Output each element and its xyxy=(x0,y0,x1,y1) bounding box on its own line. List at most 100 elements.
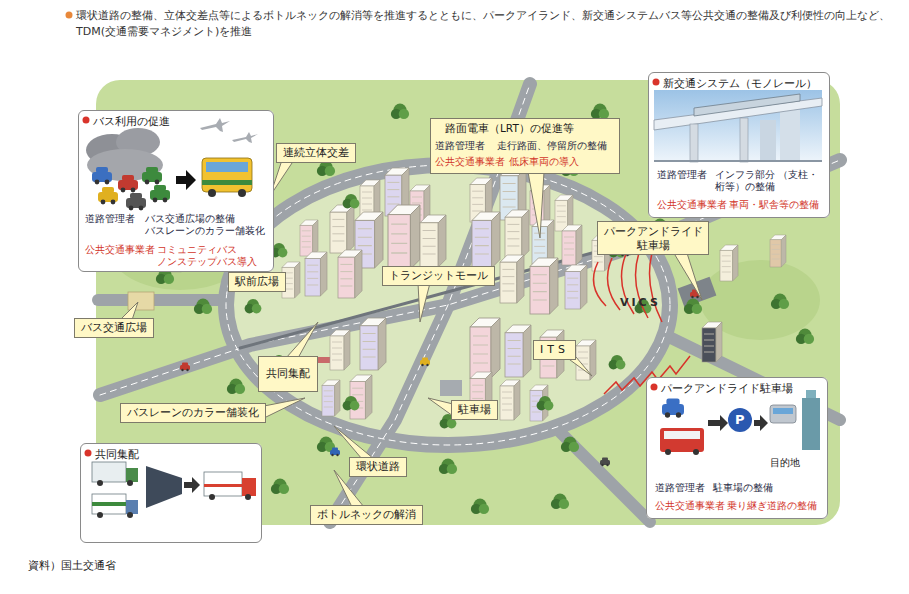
cars-part xyxy=(330,448,340,457)
park-and-ride-picture-part xyxy=(693,449,699,455)
bus-picture-part xyxy=(202,180,252,185)
delivery-picture-part xyxy=(209,494,215,500)
delivery-picture-part xyxy=(92,502,126,506)
park-and-ride-picture-part xyxy=(662,399,684,418)
info-callout: 路面電車（LRT）の促進等道路管理者走行路面、停留所の整備公共交通事業者低床車両… xyxy=(430,118,620,174)
monorail-picture-part xyxy=(760,120,776,162)
heading-bullets-part xyxy=(651,384,658,391)
node-text: 道路管理者 xyxy=(85,213,135,225)
panel-grounds-part xyxy=(646,377,828,519)
trees-part xyxy=(591,104,609,120)
node-heading: 連続立体交差 xyxy=(283,146,349,160)
monorail-picture-part xyxy=(780,110,800,162)
buildings-part xyxy=(720,245,738,281)
buildings-part xyxy=(565,265,587,309)
trees-part xyxy=(684,299,702,315)
delivery-picture-part xyxy=(126,500,138,514)
delivery-picture-part xyxy=(204,484,242,487)
delivery-picture-part xyxy=(204,472,242,496)
buildings-part xyxy=(420,215,446,267)
buildings-part xyxy=(305,252,327,296)
delivery-picture-part xyxy=(92,494,126,514)
cars xyxy=(180,248,770,467)
buildings-part xyxy=(472,212,500,268)
buildings-part xyxy=(360,318,386,370)
trees-part xyxy=(771,294,789,310)
buildings-part xyxy=(532,220,554,264)
monorail-picture-part xyxy=(694,94,800,116)
info-panel: パークアンドライド駐車場道路管理者駐車場の整備公共交通事業者乗り継ぎ道路の整備 xyxy=(646,377,828,519)
node-text: 駐車場の整備 xyxy=(713,482,773,494)
park-and-ride-picture-part xyxy=(773,408,793,414)
bus-picture-part xyxy=(206,162,248,172)
delivery-picture-part xyxy=(127,512,133,518)
buildings-part xyxy=(770,235,786,267)
delivery-picture xyxy=(92,462,256,518)
node-text: 公共交通事業者 xyxy=(85,244,155,256)
bus-picture-part xyxy=(202,158,252,192)
vics-waves-part xyxy=(594,262,607,306)
buildings-part xyxy=(338,250,362,298)
delivery-picture-part xyxy=(97,512,103,518)
delivery-picture-part xyxy=(245,494,251,500)
delivery-picture-part xyxy=(92,462,126,482)
roads-part xyxy=(560,432,650,522)
callout-box: バスレーンのカラー舗装化 xyxy=(120,403,266,423)
trees-part xyxy=(343,396,360,410)
delivery-picture-part xyxy=(146,466,182,508)
bus-picture-part xyxy=(98,187,118,204)
bus-picture-part xyxy=(150,185,170,202)
node-heading: トランジットモール xyxy=(389,269,488,283)
park-and-ride-picture-part xyxy=(806,390,816,398)
panel-grounds-part xyxy=(78,110,274,272)
bus-picture-part xyxy=(232,132,258,143)
trees-part xyxy=(391,104,409,120)
trees-part xyxy=(245,299,262,313)
buildings-part xyxy=(388,205,420,269)
bus-picture-part xyxy=(176,170,196,190)
delivery-picture-part xyxy=(97,480,103,486)
panel-grounds xyxy=(78,72,830,543)
bus-picture-part xyxy=(126,193,146,210)
bus-picture-part xyxy=(238,189,246,197)
node-text: 道路管理者 xyxy=(657,169,707,181)
callout-tails-part xyxy=(418,283,430,322)
heading-bullets-part xyxy=(85,450,92,457)
node-text: 車両・駅舎等の整備 xyxy=(729,199,819,211)
plazas-part xyxy=(440,380,462,396)
destination-label: 目的地 xyxy=(770,456,800,470)
node-heading: バス交通広場 xyxy=(81,321,147,335)
buildings-part xyxy=(505,325,531,377)
trees-part xyxy=(551,494,569,510)
source-caption: 資料）国土交通省 xyxy=(28,558,116,573)
bus-picture-part xyxy=(92,167,112,184)
delivery-picture-part xyxy=(242,478,256,496)
trees-part xyxy=(471,499,489,515)
trees-part xyxy=(439,459,457,475)
monorail-picture-part xyxy=(654,160,822,162)
node-text: インフラ部分 （支柱・桁等）の整備 xyxy=(715,169,825,193)
node-heading: 駅前広場 xyxy=(235,275,279,289)
trees-part xyxy=(194,299,212,315)
monorail-picture xyxy=(654,90,822,162)
trees-part xyxy=(343,194,360,208)
trees-part xyxy=(227,379,245,395)
buildings-part xyxy=(500,255,524,303)
callout-box: バス交通広場 xyxy=(74,318,154,338)
callout-tails-part xyxy=(672,250,702,300)
callout-tails-part xyxy=(428,398,453,416)
park-and-ride-picture-part xyxy=(664,431,700,439)
trees-part xyxy=(796,329,814,345)
buildings-part xyxy=(330,205,354,253)
node-heading: 路面電車（LRT）の促進等 xyxy=(445,122,574,134)
callout-box: 駐車場 xyxy=(451,400,498,420)
delivery-picture-part xyxy=(127,480,133,486)
node-heading: パークアンドライド 駐車場 xyxy=(604,224,702,252)
title-bullet xyxy=(66,12,73,19)
node-text: 乗り継ぎ道路の整備 xyxy=(727,500,817,512)
park-and-ride-picture-part xyxy=(665,449,671,455)
buildings-part xyxy=(300,220,318,256)
title-text: 環状道路の整備、立体交差点等によるボトルネックの解消等を推進するとともに、パーク… xyxy=(76,8,898,40)
monorail-picture-part xyxy=(690,124,698,162)
